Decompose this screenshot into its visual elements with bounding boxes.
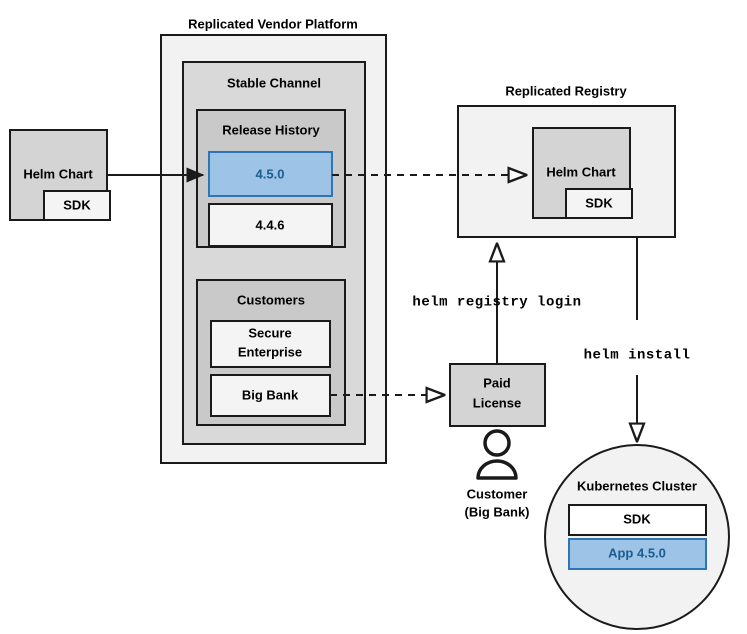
customer-big-bank-label: Big Bank xyxy=(242,387,299,402)
registry-title: Replicated Registry xyxy=(505,83,627,98)
kubernetes-cluster-circle xyxy=(544,444,730,630)
release-4-4-6-box[interactable] xyxy=(208,203,333,247)
release-history-label: Release History xyxy=(222,122,320,137)
k8s-app-label: App 4.5.0 xyxy=(608,545,666,560)
k8s-app-box[interactable] xyxy=(568,538,707,570)
vendor-platform-title: Replicated Vendor Platform xyxy=(188,16,358,31)
k8s-sdk-box[interactable] xyxy=(568,504,707,536)
release-4-5-0-label: 4.5.0 xyxy=(256,166,285,181)
helm-chart-registry-label: Helm Chart xyxy=(546,164,616,179)
helm-chart-source-label: Helm Chart xyxy=(23,166,93,181)
customers-label: Customers xyxy=(237,292,305,307)
command-helm-install: helm install xyxy=(584,348,691,364)
customer-actor-label-line2: (Big Bank) xyxy=(465,504,530,519)
person-icon xyxy=(476,429,518,480)
sdk-registry-box[interactable] xyxy=(565,188,633,219)
customer-secure-enterprise-box[interactable] xyxy=(210,320,331,368)
customer-secure-enterprise-label-line1: Secure xyxy=(248,325,291,340)
customer-secure-enterprise-label-line2: Enterprise xyxy=(238,344,302,359)
sdk-registry-label: SDK xyxy=(585,195,613,210)
release-4-4-6-label: 4.4.6 xyxy=(256,217,285,232)
stable-channel-label: Stable Channel xyxy=(227,75,321,90)
sdk-source-label: SDK xyxy=(63,197,91,212)
paid-license-label-line1: Paid xyxy=(483,375,511,390)
command-helm-registry-login: helm registry login xyxy=(412,295,581,311)
sdk-source-box[interactable] xyxy=(43,190,111,221)
customer-big-bank-box[interactable] xyxy=(210,374,331,417)
paid-license-label-line2: License xyxy=(473,395,521,410)
customer-actor-label-line1: Customer xyxy=(467,486,528,501)
k8s-sdk-label: SDK xyxy=(623,511,651,526)
kubernetes-cluster-label: Kubernetes Cluster xyxy=(577,478,697,493)
